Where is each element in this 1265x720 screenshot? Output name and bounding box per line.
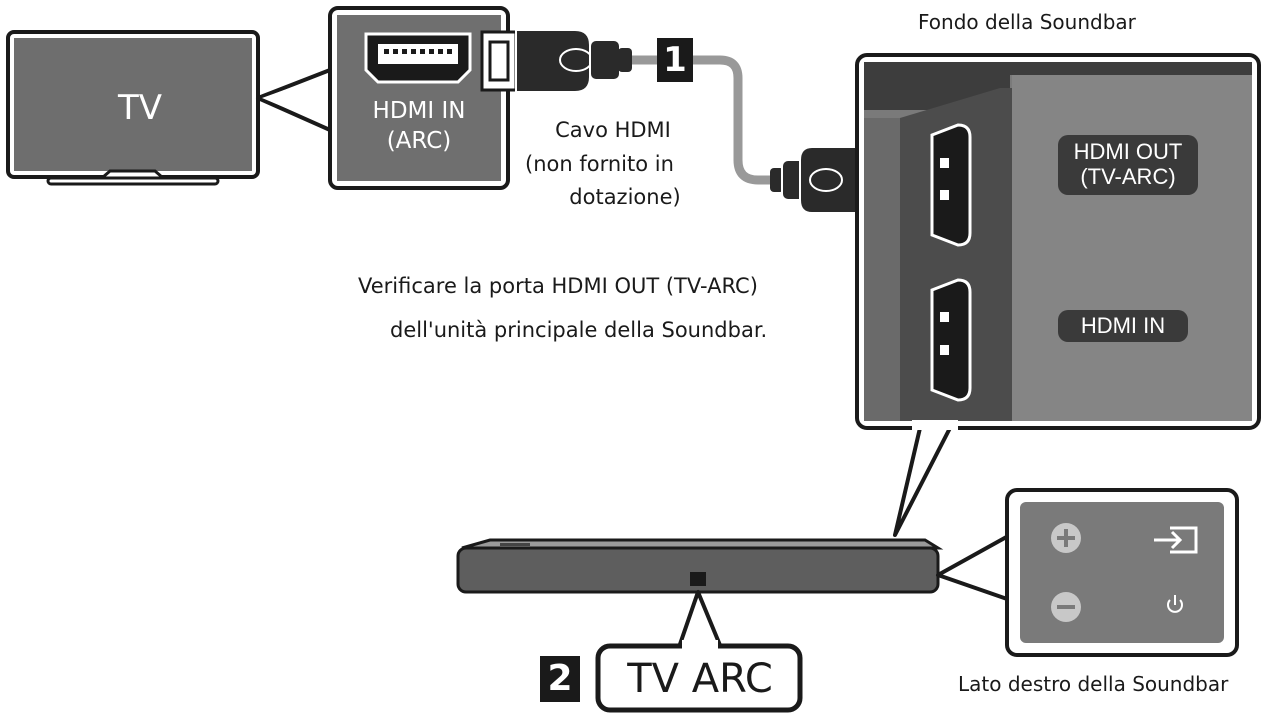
step-2-badge: 2 [540,656,580,702]
hdmi-out-port-label-line2: (TV-ARC) [1080,164,1176,189]
tv-port-label-line1: HDMI IN [372,98,466,124]
minus-icon [1051,592,1081,622]
bottom-callout-pointer [893,426,952,537]
tv-label: TV [117,88,163,128]
hdmi-out-port-label: HDMI OUT (TV-ARC) [1058,135,1198,195]
soundbar-right-title: Lato destro della Soundbar [958,672,1229,696]
soundbar-illustration [456,538,944,594]
cable-label-line3: dotazione) [569,185,681,209]
hdmi-plug-tv [480,29,632,93]
soundbar-right-panel [1005,488,1239,657]
input-source-icon [1154,526,1198,554]
cable-label-line2: (non fornito in [525,152,674,176]
soundbar-bottom-title: Fondo della Soundbar [918,10,1136,34]
tv-illustration [6,30,260,186]
step-1-badge: 1 [657,38,693,82]
display-text: TV ARC [627,656,773,702]
instruction-line1: Verificare la porta HDMI OUT (TV-ARC) [358,274,758,298]
tv-port-zoom [328,6,510,190]
tv-port-label-line2: (ARC) [386,128,452,154]
hdmi-out-port-label-line1: HDMI OUT [1073,139,1183,164]
plus-icon [1051,523,1081,553]
cable-label-line1: Cavo HDMI [555,118,671,142]
instruction-line2: dell'unità principale della Soundbar. [390,318,768,342]
power-icon [1167,595,1183,613]
hdmi-cable [632,55,776,185]
soundbar-bottom-zoom [855,53,1261,430]
right-side-callout-pointer [936,533,1012,602]
hdmi-in-port-label: HDMI IN [1058,310,1188,342]
